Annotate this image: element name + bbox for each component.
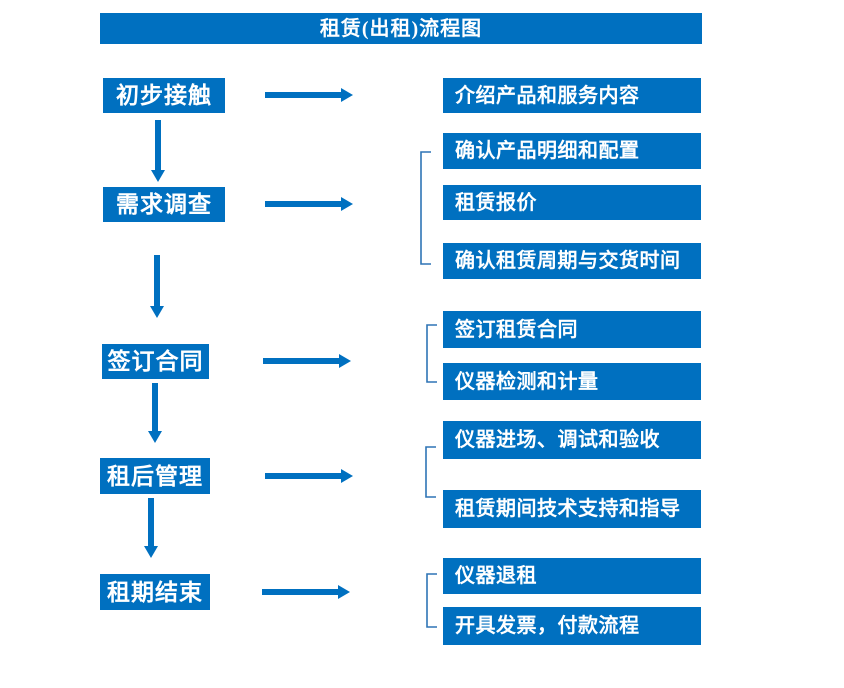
detail-box-instrument-entry-acceptance: 仪器进场、调试和验收 xyxy=(443,421,701,459)
flowchart-title: 租赁(出租)流程图 xyxy=(100,13,702,44)
group-bracket-icon xyxy=(425,446,436,498)
detail-box-introduce-products: 介绍产品和服务内容 xyxy=(443,78,701,113)
group-bracket-icon xyxy=(426,324,437,383)
arrow-down-icon xyxy=(144,498,158,558)
detail-box-sign-rental-contract: 签订租赁合同 xyxy=(443,311,701,348)
detail-box-technical-support: 租赁期间技术支持和指导 xyxy=(443,490,701,528)
arrow-down-icon xyxy=(150,255,164,318)
arrow-right-icon xyxy=(263,354,351,368)
group-bracket-icon xyxy=(426,573,437,628)
arrow-down-icon xyxy=(148,383,162,443)
step-box-sign-contract: 签订合同 xyxy=(102,344,209,379)
group-bracket-icon xyxy=(420,151,431,265)
arrow-right-icon xyxy=(265,197,353,211)
arrow-down-icon xyxy=(151,120,165,182)
step-box-demand-survey: 需求调查 xyxy=(103,187,225,222)
step-box-initial-contact: 初步接触 xyxy=(103,78,225,113)
arrow-right-icon xyxy=(265,88,353,102)
step-box-post-rental-management: 租后管理 xyxy=(100,458,210,494)
detail-box-rental-quote: 租赁报价 xyxy=(443,185,701,220)
detail-box-instrument-return: 仪器退租 xyxy=(443,558,701,594)
detail-box-confirm-rental-period: 确认租赁周期与交货时间 xyxy=(443,243,701,279)
detail-box-confirm-product-details: 确认产品明细和配置 xyxy=(443,133,701,169)
step-box-lease-end: 租期结束 xyxy=(100,574,210,610)
arrow-right-icon xyxy=(262,585,350,599)
detail-box-invoice-payment: 开具发票，付款流程 xyxy=(443,607,701,645)
arrow-right-icon xyxy=(265,469,353,483)
detail-box-instrument-testing: 仪器检测和计量 xyxy=(443,363,701,400)
